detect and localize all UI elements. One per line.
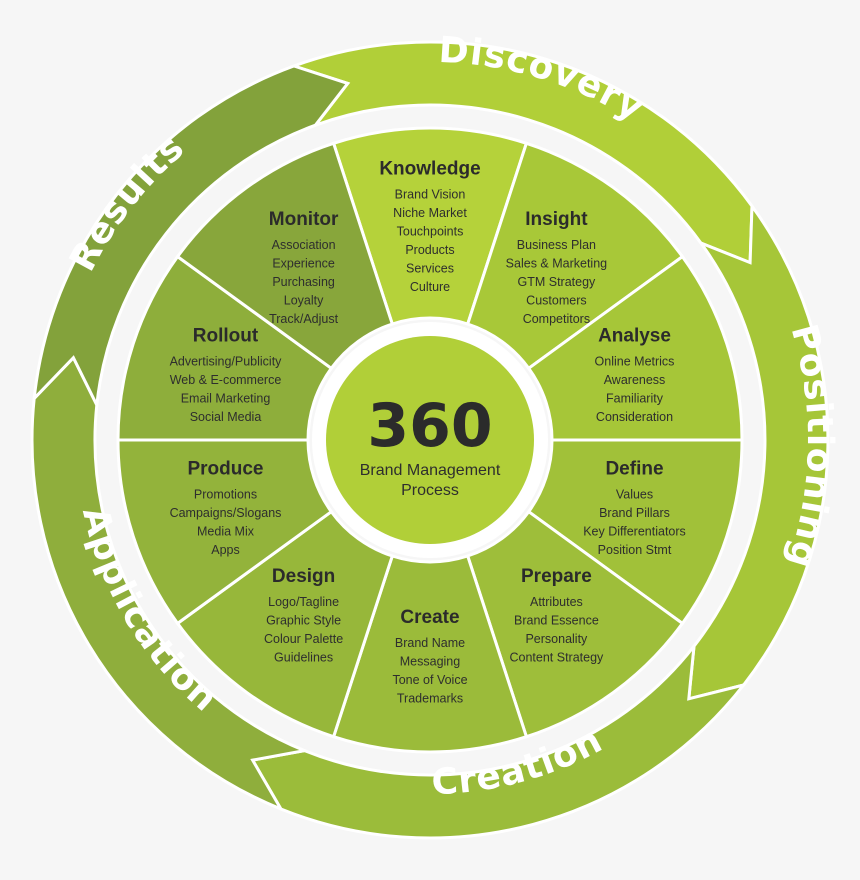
sector-item: Logo/Tagline [268, 595, 339, 609]
sector-wedge [465, 509, 685, 739]
sector-item: Media Mix [197, 524, 255, 538]
sector-item: Brand Vision [395, 188, 466, 202]
sector-item: Familiarity [606, 392, 664, 406]
sector-item: Awareness [604, 373, 666, 387]
sector-wedge [526, 438, 744, 626]
hub: 360 Brand Management Process [312, 322, 548, 558]
sector-item: Niche Market [393, 206, 467, 220]
sector-item: Services [406, 262, 454, 276]
sector-item: Colour Palette [264, 632, 343, 646]
sector-monitor: MonitorAssociationExperiencePurchasingLo… [175, 141, 395, 371]
hub-number: 360 [367, 391, 492, 461]
sector-item: Key Differentiators [583, 524, 686, 538]
sector-item: Attributes [530, 595, 583, 609]
sector-title: Knowledge [379, 159, 480, 180]
sector-item: Email Marketing [181, 392, 271, 406]
sector-title: Prepare [521, 566, 592, 587]
sector-item: Values [616, 487, 653, 501]
sector-item: Advertising/Publicity [170, 355, 283, 369]
sector-produce: ProducePromotionsCampaigns/SlogansMedia … [116, 438, 334, 626]
sector-item: Brand Name [395, 636, 465, 650]
sector-title: Analyse [598, 326, 671, 347]
sector-item: Products [405, 243, 454, 257]
hub-caption-line2: Process [401, 482, 459, 499]
sector-item: Messaging [400, 655, 460, 669]
sector-item: Purchasing [272, 275, 335, 289]
sector-title: Design [272, 566, 335, 587]
sector-item: Tone of Voice [392, 673, 467, 687]
sector-item: Graphic Style [266, 613, 341, 627]
sector-title: Insight [525, 209, 588, 230]
sector-item: Social Media [190, 410, 262, 424]
sector-item: Brand Pillars [599, 506, 670, 520]
sector-item: Business Plan [517, 238, 596, 252]
sector-title: Monitor [269, 209, 339, 230]
sector-item: Position Stmt [598, 543, 672, 557]
sector-item: Trademarks [397, 692, 463, 706]
sector-item: Online Metrics [595, 355, 675, 369]
sector-item: Experience [272, 256, 335, 270]
sector-item: Touchpoints [397, 225, 464, 239]
sector-title: Create [400, 607, 459, 628]
sector-wedge [116, 254, 334, 442]
sector-item: Promotions [194, 487, 257, 501]
sector-item: Brand Essence [514, 613, 599, 627]
sector-item: Association [272, 238, 336, 252]
sector-item: Loyalty [284, 293, 324, 307]
sector-wedge [175, 509, 395, 739]
sector-title: Define [605, 458, 663, 479]
sector-title: Produce [187, 458, 263, 479]
sector-wedge [465, 141, 685, 371]
sector-item: Customers [526, 293, 586, 307]
sector-item: Culture [410, 280, 450, 294]
sector-wedge [331, 126, 529, 326]
sector-item: Track/Adjust [269, 312, 339, 326]
sector-item: Competitors [523, 312, 590, 326]
phase-ring [30, 40, 830, 840]
sector-item: Content Strategy [509, 650, 604, 664]
sector-wedge [526, 254, 744, 442]
sector-item: GTM Strategy [518, 275, 597, 289]
sector-wedge [331, 554, 529, 754]
sector-item: Apps [211, 543, 240, 557]
sector-item: Personality [525, 632, 588, 646]
sector-wedge [175, 141, 395, 371]
hub-caption-line1: Brand Management [360, 462, 501, 479]
phase-segment-results [32, 64, 351, 411]
sector-title: Rollout [193, 326, 259, 347]
sector-item: Consideration [596, 410, 673, 424]
sector-wedge [116, 438, 334, 626]
sector-item: Sales & Marketing [506, 256, 607, 270]
sector-item: Campaigns/Slogans [170, 506, 282, 520]
hub-circle [326, 336, 534, 544]
sector-item: Guidelines [274, 650, 333, 664]
sector-item: Web & E-commerce [170, 373, 282, 387]
